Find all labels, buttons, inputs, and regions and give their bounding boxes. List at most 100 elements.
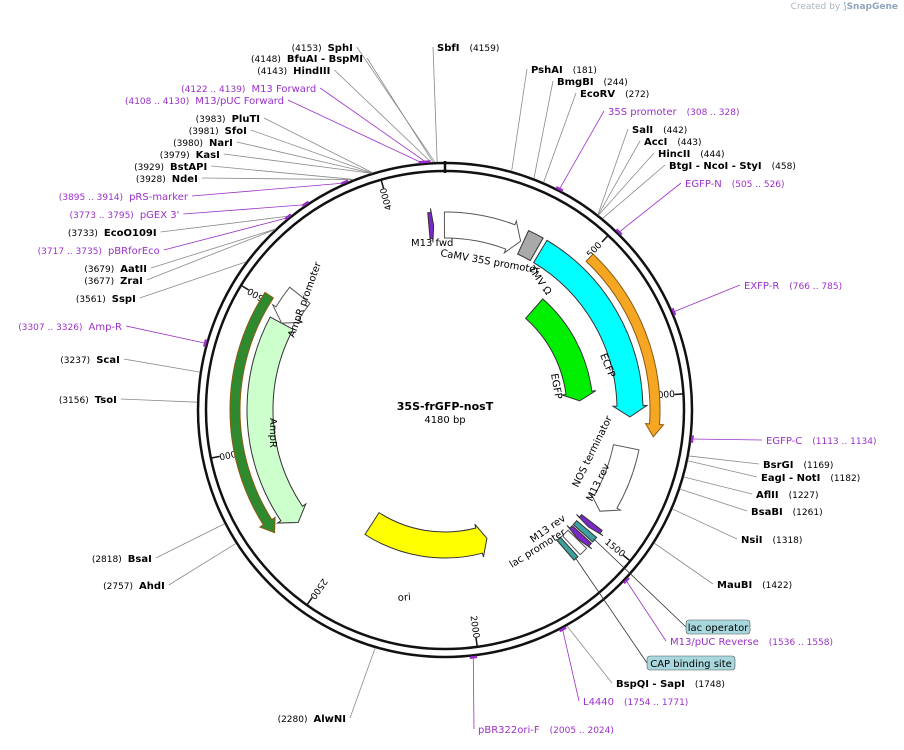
site-position: (3733) [68, 229, 98, 239]
primer-label: (3773 .. 3795)pGEX 3' [70, 210, 180, 221]
primer-mark [469, 655, 478, 660]
leader-line [160, 215, 291, 233]
enzyme-site-label: (3156) TsoI [59, 395, 117, 406]
primer-label: (4122 .. 4139) M13 Forward [181, 84, 316, 95]
primer-label: pBR322ori-F(2005 .. 2024) [478, 725, 614, 736]
primer-mark [340, 179, 349, 185]
leader-line [183, 204, 306, 215]
site-position: (3677) [84, 277, 114, 287]
enzyme-site-label: (4153)SphI [292, 43, 353, 54]
site-position: (3679) [84, 265, 114, 275]
primer-label: EGFP-C(1113 .. 1134) [766, 436, 877, 447]
site-position: (2005 .. 2024) [550, 726, 614, 736]
site-name: BsrGI [763, 460, 793, 471]
leader-line [263, 117, 373, 174]
backbone-rings [196, 161, 694, 659]
enzyme-site-label: AflII(1227) [756, 490, 819, 501]
leader-line [691, 438, 763, 441]
primer-label: (4108 .. 4130)M13/pUC Forward [125, 96, 284, 107]
leader-line [250, 129, 373, 174]
leader-line [123, 358, 200, 373]
site-name: PluTI [232, 114, 260, 125]
site-name: AlwNI [314, 714, 347, 725]
site-position: (1169) [803, 461, 833, 471]
site-position: (1227) [789, 491, 819, 501]
site-position: (181) [573, 66, 597, 76]
site-position: (3773 .. 3795) [70, 211, 134, 221]
tick-label: 1000 [652, 390, 676, 402]
site-name: EGFP-C [766, 436, 802, 447]
site-position: (1748) [695, 680, 725, 690]
site-name: NsiI [741, 535, 762, 546]
callout-label: lac operator [688, 623, 749, 634]
site-position: (2818) [92, 555, 122, 565]
site-name: SalI [632, 125, 653, 136]
tick-label: 2000 [468, 615, 481, 639]
tick-mark [380, 179, 385, 189]
leader-line [236, 141, 372, 174]
site-position: (2280) [278, 715, 308, 725]
site-name: SbfI [437, 43, 459, 54]
leader-line [287, 99, 423, 164]
feature-arrow [229, 291, 276, 534]
site-position: (4153) [292, 44, 322, 54]
leader-line [566, 625, 613, 684]
site-position: (308 .. 328) [687, 108, 740, 118]
site-position: (1318) [772, 536, 802, 546]
site-name: NdeI [172, 174, 198, 185]
site-name: BsaI [128, 554, 152, 565]
feature-arrow [566, 525, 593, 550]
enzyme-site-label: BsaBI(1261) [751, 507, 823, 518]
primer-label: (3895 .. 3914)pRS-marker [59, 192, 189, 203]
site-name: TsoI [95, 395, 117, 406]
tick-mark [475, 637, 478, 647]
callout-leader [593, 538, 687, 628]
leader-line [597, 140, 641, 216]
site-position: (766 .. 785) [789, 282, 842, 292]
site-name: L4440 [583, 697, 614, 708]
site-position: (3979) [160, 151, 190, 161]
primer-mark [301, 200, 310, 207]
feature-arrow [443, 211, 522, 255]
tick-mark [240, 284, 250, 291]
tick-mark [210, 455, 220, 459]
site-position: (1182) [830, 474, 860, 484]
leader-line [146, 229, 275, 281]
feature-label: M13 fwd [411, 238, 453, 249]
enzyme-site-label: (3677) ZraI [84, 276, 143, 287]
site-name: M13 Forward [251, 84, 316, 95]
site-name: Amp-R [89, 322, 123, 333]
primer-mark [615, 228, 623, 236]
leader-line [672, 508, 738, 540]
site-name: pBRforEco [108, 246, 160, 257]
site-position: (3307 .. 3326) [18, 323, 82, 333]
site-name: ZraI [120, 276, 143, 287]
primer-mark [690, 435, 694, 443]
primer-mark [555, 186, 564, 192]
leader-line [683, 476, 753, 495]
plasmid-name: 35S-frGFP-nosT [397, 400, 494, 413]
callout-box [646, 655, 736, 671]
leader-line [472, 656, 475, 730]
leader-line [511, 68, 528, 172]
site-name: EcoO109I [104, 228, 157, 239]
site-position: (3156) [59, 396, 89, 406]
enzyme-site-label: AccI(443) [644, 137, 702, 148]
enzyme-site-label: (3237)ScaI [60, 355, 120, 366]
enzyme-site-label: (3979)KasI [160, 150, 220, 161]
site-position: (4122 .. 4139) [181, 85, 245, 95]
leader-line [168, 543, 237, 586]
leader-line [625, 579, 667, 642]
site-name: AatII [120, 264, 147, 275]
site-name: BsaBI [751, 507, 783, 518]
leader-line [688, 455, 760, 465]
leader-line [561, 628, 580, 702]
leader-line [432, 46, 438, 163]
site-position: (444) [700, 150, 724, 160]
site-position: (3717 .. 3735) [38, 247, 102, 257]
primer-label: (3717 .. 3735) pBRforEco [38, 246, 160, 257]
snapgene-logo-icon: ⟆ [843, 2, 847, 12]
site-name: HindIII [293, 66, 330, 77]
site-name: SspI [112, 294, 136, 305]
